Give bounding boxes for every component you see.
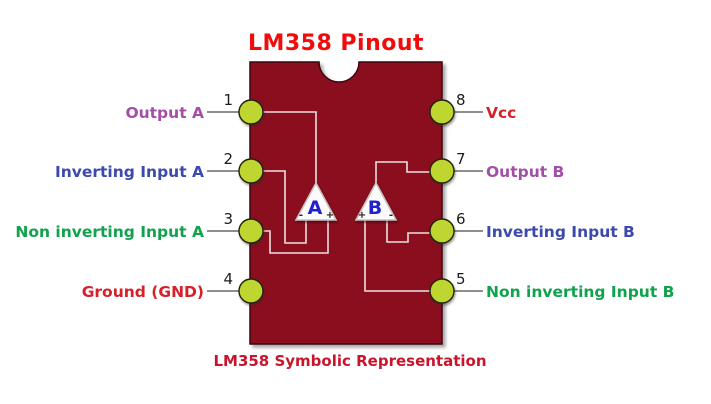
pin-4: Ground (GND) 4 [82, 270, 264, 304]
pin-1-number: 1 [223, 91, 233, 109]
pin-2-circle [238, 158, 264, 184]
pin-3-number: 3 [223, 210, 233, 228]
pin-5-circle [429, 278, 455, 304]
wire-opamp-b-output-to-pin7 [375, 161, 442, 183]
pin-5-number: 5 [456, 270, 466, 288]
opamp-a-letter: A [308, 197, 323, 219]
pin-7: Output B 7 [429, 150, 564, 184]
pin-4-circle [238, 278, 264, 304]
pin-6: Inverting Input B 6 [429, 210, 635, 244]
wire-opamp-b-inverting-to-pin6 [386, 219, 442, 243]
pin-6-circle [429, 218, 455, 244]
opamp-a-minus-sign: - [299, 210, 303, 221]
pin-5-label: Non inverting Input B [486, 283, 674, 301]
pin-1-circle [238, 99, 264, 125]
wire-opamp-b-noninverting-to-pin5 [364, 219, 442, 292]
opamp-b-minus-sign: - [389, 210, 393, 221]
opamp-b-letter: B [368, 197, 382, 219]
pin-1-label: Output A [125, 104, 204, 122]
wire-pin2-to-opamp-a-inverting [251, 170, 307, 244]
pin-6-label: Inverting Input B [486, 223, 635, 241]
pin-7-label: Output B [486, 163, 564, 181]
pin-3: Non inverting Input A 3 [15, 210, 264, 244]
pin-3-label: Non inverting Input A [15, 223, 204, 241]
pin-3-circle [238, 218, 264, 244]
pin-7-number: 7 [456, 150, 466, 168]
pin-8-circle [429, 99, 455, 125]
pin-8: Vcc 8 [429, 91, 516, 125]
caption: LM358 Symbolic Representation [213, 352, 486, 370]
opamp-a-symbol: A - + [294, 181, 338, 221]
opamp-b-triangle [354, 181, 398, 221]
pin-5: Non inverting Input B 5 [429, 270, 674, 304]
pin-2-label: Inverting Input A [55, 163, 204, 181]
opamp-a-triangle [294, 181, 338, 221]
pin-8-number: 8 [456, 91, 466, 109]
pin-2-number: 2 [223, 150, 233, 168]
pin-7-circle [429, 158, 455, 184]
ic-body [249, 61, 443, 345]
pin-1: Output A 1 [125, 91, 264, 125]
pin-4-label: Ground (GND) [82, 283, 204, 301]
pin-2: Inverting Input A 2 [55, 150, 264, 184]
pin-8-label: Vcc [486, 104, 516, 122]
wire-pin1-to-opamp-a-output [251, 111, 317, 183]
opamp-a-plus-sign: + [326, 210, 334, 221]
page-title: LM358 Pinout [248, 31, 424, 56]
pin-6-number: 6 [456, 210, 466, 228]
pin-4-number: 4 [223, 270, 233, 288]
opamp-b-symbol: B + - [354, 181, 398, 221]
opamp-b-plus-sign: + [358, 210, 366, 221]
